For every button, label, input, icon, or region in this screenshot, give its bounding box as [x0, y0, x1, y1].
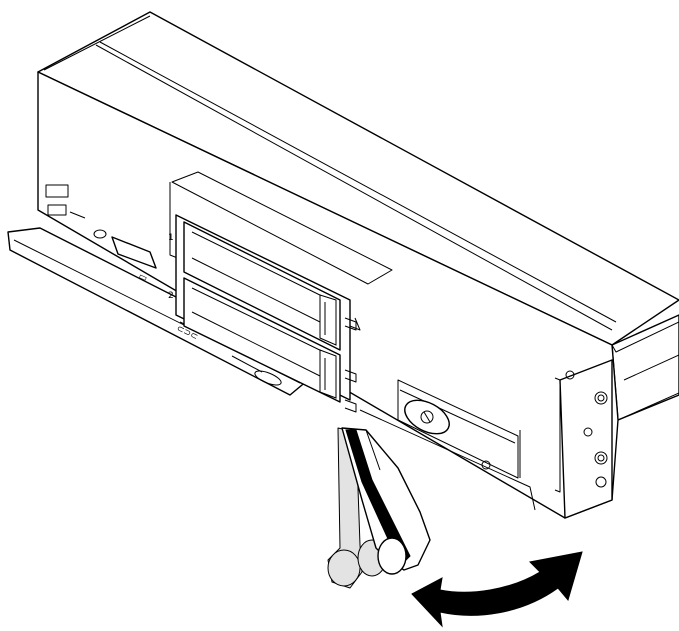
- release-handle-closed: [341, 427, 431, 575]
- drive-bay-2-label: 2: [168, 291, 174, 301]
- drive-bay-1: 1: [168, 221, 341, 351]
- rotation-arrow-icon: [411, 551, 583, 628]
- svg-text:▭: ▭: [137, 272, 149, 285]
- drive-bay-cage: 1 2: [168, 214, 357, 413]
- drive-bay-1-label: 1: [168, 233, 174, 243]
- drive-bay-2: 2: [168, 277, 341, 403]
